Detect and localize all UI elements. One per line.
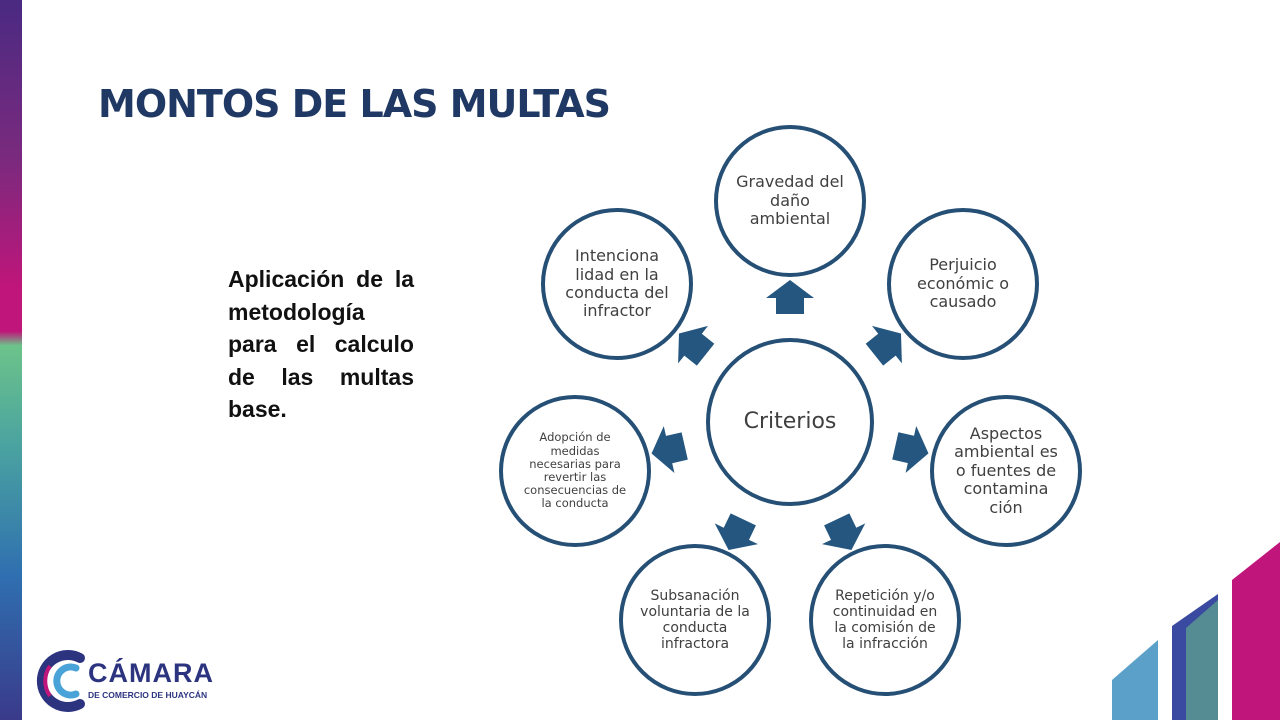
criterion-label-aspectos: Aspectos ambiental es o fuentes de conta… (954, 424, 1058, 517)
logo-name: CÁMARA (88, 658, 214, 688)
deco-bar-1 (1112, 640, 1158, 720)
criterion-label-intencionalidad: Intenciona lidad en la conducta del infr… (565, 246, 669, 321)
criterion-label-gravedad: Gravedad del daño ambiental (736, 172, 844, 229)
criterion-label-gravedad-wrap: Gravedad del daño ambiental (736, 172, 844, 229)
corner-decoration (1112, 542, 1280, 720)
deco-bar-3 (1232, 542, 1280, 720)
flow-arrow-shape (678, 325, 715, 366)
flow-arrow-shape (714, 513, 758, 551)
criterion-circle-subsanacion (619, 544, 771, 696)
flow-arrow-shape (766, 280, 814, 314)
flow-arrow-3 (892, 426, 929, 473)
flow-arrow-4 (822, 513, 866, 551)
criterion-circle-perjuicio (887, 208, 1039, 360)
logo-c-mark (36, 650, 85, 712)
flow-arrow-shape (892, 426, 929, 473)
flow-arrow-7 (678, 325, 715, 366)
criterion-label-aspectos-wrap: Aspectos ambiental es o fuentes de conta… (954, 424, 1058, 517)
criterion-circle-gravedad (714, 125, 866, 277)
center-circle (706, 338, 874, 506)
left-accent-bar (0, 0, 22, 720)
flow-arrow-1 (766, 280, 814, 314)
criterion-label-adopcion: Adopción de medidas necesarias para reve… (523, 430, 627, 511)
criterion-label-adopcion-wrap: Adopción de medidas necesarias para reve… (523, 430, 627, 511)
criterion-label-subsanacion-wrap: Subsanación voluntaria de la conducta in… (640, 587, 750, 653)
flow-arrow-shape (822, 513, 866, 551)
flow-arrow-shape (865, 325, 902, 366)
camara-logo: CÁMARA DE COMERCIO DE HUAYCÁN (36, 646, 236, 716)
criterion-circle-intencionalidad (541, 208, 693, 360)
criterion-label-perjuicio: Perjuicio económic o causado (916, 255, 1010, 312)
logo-subtitle: DE COMERCIO DE HUAYCÁN (88, 690, 208, 700)
criterion-label-repeticion: Repetición y/o continuidad en la comisió… (832, 587, 938, 653)
criterion-label-subsanacion: Subsanación voluntaria de la conducta in… (640, 587, 750, 653)
flow-arrow-2 (865, 325, 902, 366)
flow-arrow-shape (651, 426, 688, 473)
criterion-label-perjuicio-wrap: Perjuicio económic o causado (916, 255, 1010, 312)
center-label-wrap: Criterios (743, 409, 837, 435)
body-text: Aplicación de la metodología para el cal… (228, 266, 414, 422)
criterion-circle-repeticion (809, 544, 961, 696)
criterion-circle-aspectos (930, 395, 1082, 547)
criterion-label-repeticion-wrap: Repetición y/o continuidad en la comisió… (832, 587, 938, 653)
deco-bar-2-highlight (1186, 600, 1218, 720)
flow-arrow-6 (651, 426, 688, 473)
slide-title: MONTOS DE LAS MULTAS (98, 82, 611, 126)
criterion-circle-adopcion (499, 395, 651, 547)
criterion-label-intencionalidad-wrap: Intenciona lidad en la conducta del infr… (565, 246, 669, 321)
center-label: Criterios (743, 409, 837, 435)
flow-arrow-5 (714, 513, 758, 551)
